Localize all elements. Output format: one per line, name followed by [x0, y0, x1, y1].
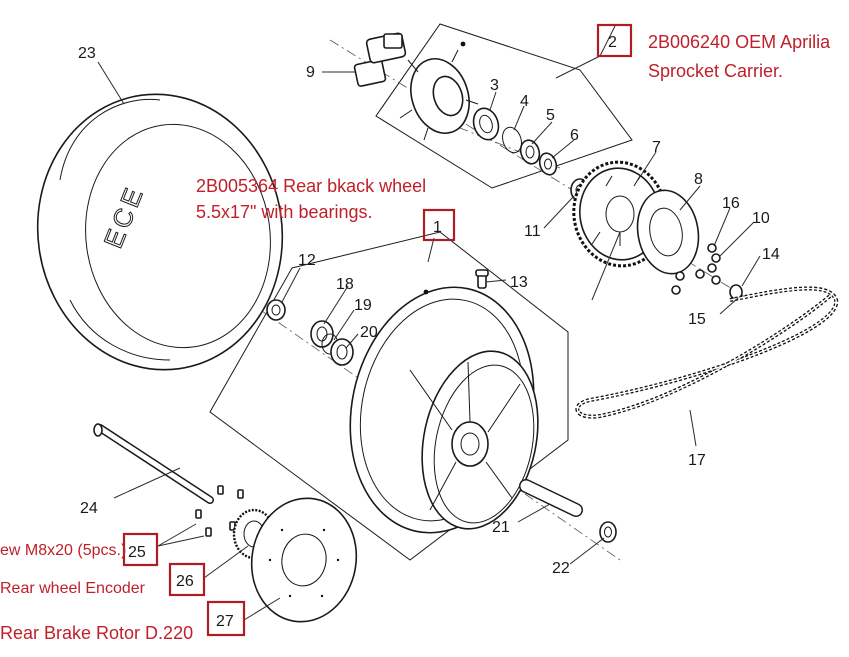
- callout-box-2: [596, 23, 633, 58]
- annotation-sprocket-line1: 2B006240 OEM Aprilia: [648, 32, 831, 52]
- drive-chain-inner: [576, 287, 837, 418]
- annotation-wheel-line2: 5.5x17" with bearings.: [196, 202, 373, 222]
- spacer-5: [519, 139, 541, 165]
- callout-18: 18: [336, 276, 354, 293]
- callout-box-25: [122, 532, 159, 567]
- callout-27: 27: [216, 613, 234, 630]
- callout-21: 21: [492, 519, 510, 536]
- callout-3: 3: [490, 77, 499, 94]
- bearing-20: [330, 338, 354, 366]
- annotation-encoder: Rear wheel Encoder: [0, 580, 146, 597]
- callout-15: 15: [688, 311, 706, 328]
- cush-drive-rubbers: [353, 32, 407, 87]
- axis-line: [329, 39, 751, 301]
- brake-rotor-27: [250, 497, 358, 623]
- cover-plate-8: [636, 189, 700, 275]
- callout-box-27: [206, 600, 246, 637]
- callout-23: 23: [78, 45, 96, 62]
- annotation-rotor: Rear Brake Rotor D.220: [0, 623, 193, 643]
- spacer-21: [519, 479, 583, 517]
- callout-11: 11: [524, 223, 541, 240]
- callout-17: 17: [688, 452, 706, 469]
- callout-1: 1: [433, 219, 442, 236]
- callout-22: 22: [552, 560, 570, 577]
- callout-12: 12: [298, 252, 316, 269]
- callout-6: 6: [570, 127, 579, 144]
- spacer-12: [266, 299, 286, 321]
- callout-box-26: [168, 562, 206, 597]
- annotation-sprocket-line2: Sprocket Carrier.: [648, 61, 783, 81]
- spacer-22: [599, 521, 617, 543]
- bearing-3: [472, 107, 500, 141]
- callout-25: 25: [128, 544, 146, 561]
- callout-9: 9: [306, 64, 315, 81]
- sprocket-carrier: [399, 41, 479, 141]
- drive-chain: [575, 286, 839, 419]
- callout-7: 7: [652, 139, 661, 156]
- callout-13: 13: [510, 274, 528, 291]
- rear-axle: [93, 423, 214, 504]
- carrier-group-frame: [375, 23, 633, 189]
- annotation-wheel-line1: 2B005364 Rear bkack wheel: [196, 176, 426, 196]
- tire: ECE: [36, 93, 284, 371]
- callout-10: 10: [752, 210, 770, 227]
- callout-8: 8: [694, 171, 703, 188]
- callout-26: 26: [176, 573, 194, 590]
- circlip-4: [502, 126, 522, 154]
- callout-19: 19: [354, 297, 372, 314]
- rear-wheel: [349, 286, 539, 534]
- callout-2: 2: [608, 34, 617, 51]
- callout-16: 16: [722, 195, 740, 212]
- callout-14: 14: [762, 246, 780, 263]
- callout-24: 24: [80, 500, 98, 517]
- callout-5: 5: [546, 107, 555, 124]
- annotation-screw: ew M8x20 (5pcs.): [0, 542, 126, 559]
- callout-20: 20: [360, 324, 378, 341]
- seal-6: [538, 152, 558, 176]
- callout-4: 4: [520, 93, 529, 110]
- wheel-group-frame: [209, 231, 569, 561]
- callout-box-1: [422, 208, 456, 242]
- leader-lines: [97, 23, 761, 621]
- valve-13: [475, 269, 489, 289]
